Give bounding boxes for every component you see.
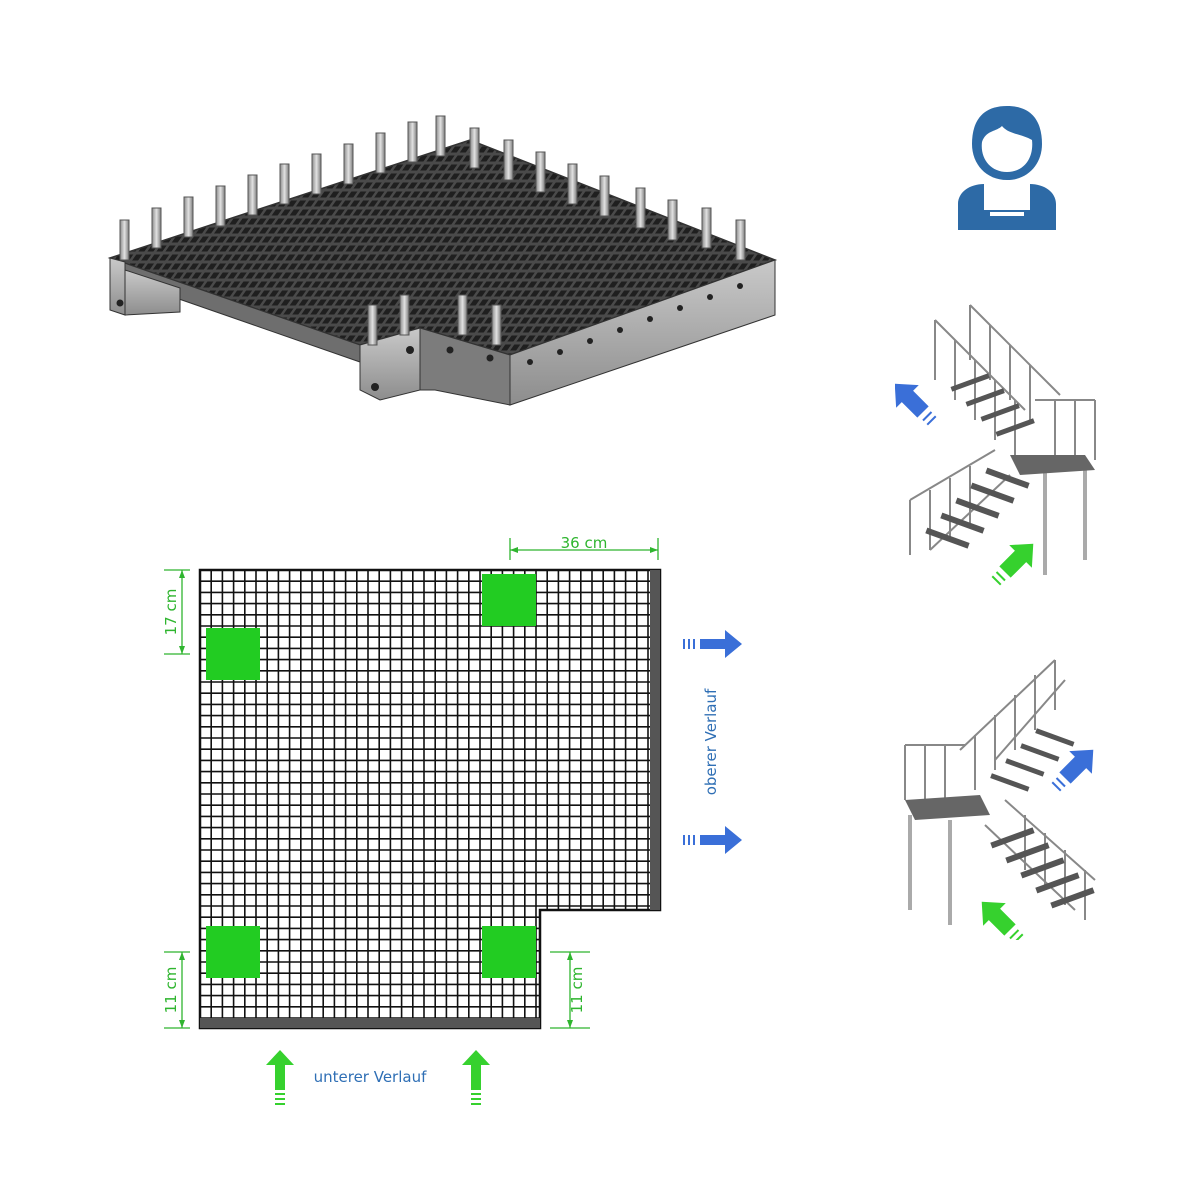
dimension-right-bottom xyxy=(550,951,590,1029)
lower-edge-bar xyxy=(200,1018,540,1028)
staircase-icon xyxy=(904,659,1096,940)
arrow-icon xyxy=(683,826,742,854)
dimension-right-bottom-label: 11 cm xyxy=(568,967,586,1014)
arrow-icon xyxy=(266,1050,294,1105)
platform-3d-render xyxy=(90,100,790,420)
dimension-left-top xyxy=(164,569,190,655)
dimension-left-top-label: 17 cm xyxy=(162,589,180,636)
arrow-icon xyxy=(991,543,1034,586)
mounting-pad xyxy=(206,926,260,978)
arrow-icon xyxy=(895,383,937,426)
route-lower-label: unterer Verlauf xyxy=(314,1068,427,1086)
arrow-icon xyxy=(683,630,742,658)
dimension-top xyxy=(509,538,659,560)
mounting-pad xyxy=(482,574,536,626)
platform-plan: 36 cm 17 cm 11 cm 11 cm xyxy=(140,520,780,1120)
route-upper-label: oberer Verlauf xyxy=(702,688,720,795)
arrow-icon xyxy=(1051,749,1094,792)
dimension-top-label: 36 cm xyxy=(561,534,608,552)
staircase-view-2 xyxy=(895,650,1110,940)
platform-plan-svg: 36 cm 17 cm 11 cm 11 cm xyxy=(162,534,742,1105)
mounting-pad xyxy=(206,628,260,680)
platform-3d-icon xyxy=(107,115,778,406)
staircase-view-1 xyxy=(895,300,1105,590)
grating-grid xyxy=(200,570,660,1028)
staircase-icon xyxy=(895,304,1096,586)
dimension-left-bottom xyxy=(164,951,190,1029)
arrow-icon xyxy=(981,901,1024,940)
arrow-icon xyxy=(462,1050,490,1105)
mounting-pad xyxy=(482,926,536,978)
dimension-left-bottom-label: 11 cm xyxy=(162,967,180,1014)
upper-edge-bar xyxy=(650,570,660,910)
platform-outline xyxy=(198,568,662,1030)
worker-icon xyxy=(950,100,1065,235)
